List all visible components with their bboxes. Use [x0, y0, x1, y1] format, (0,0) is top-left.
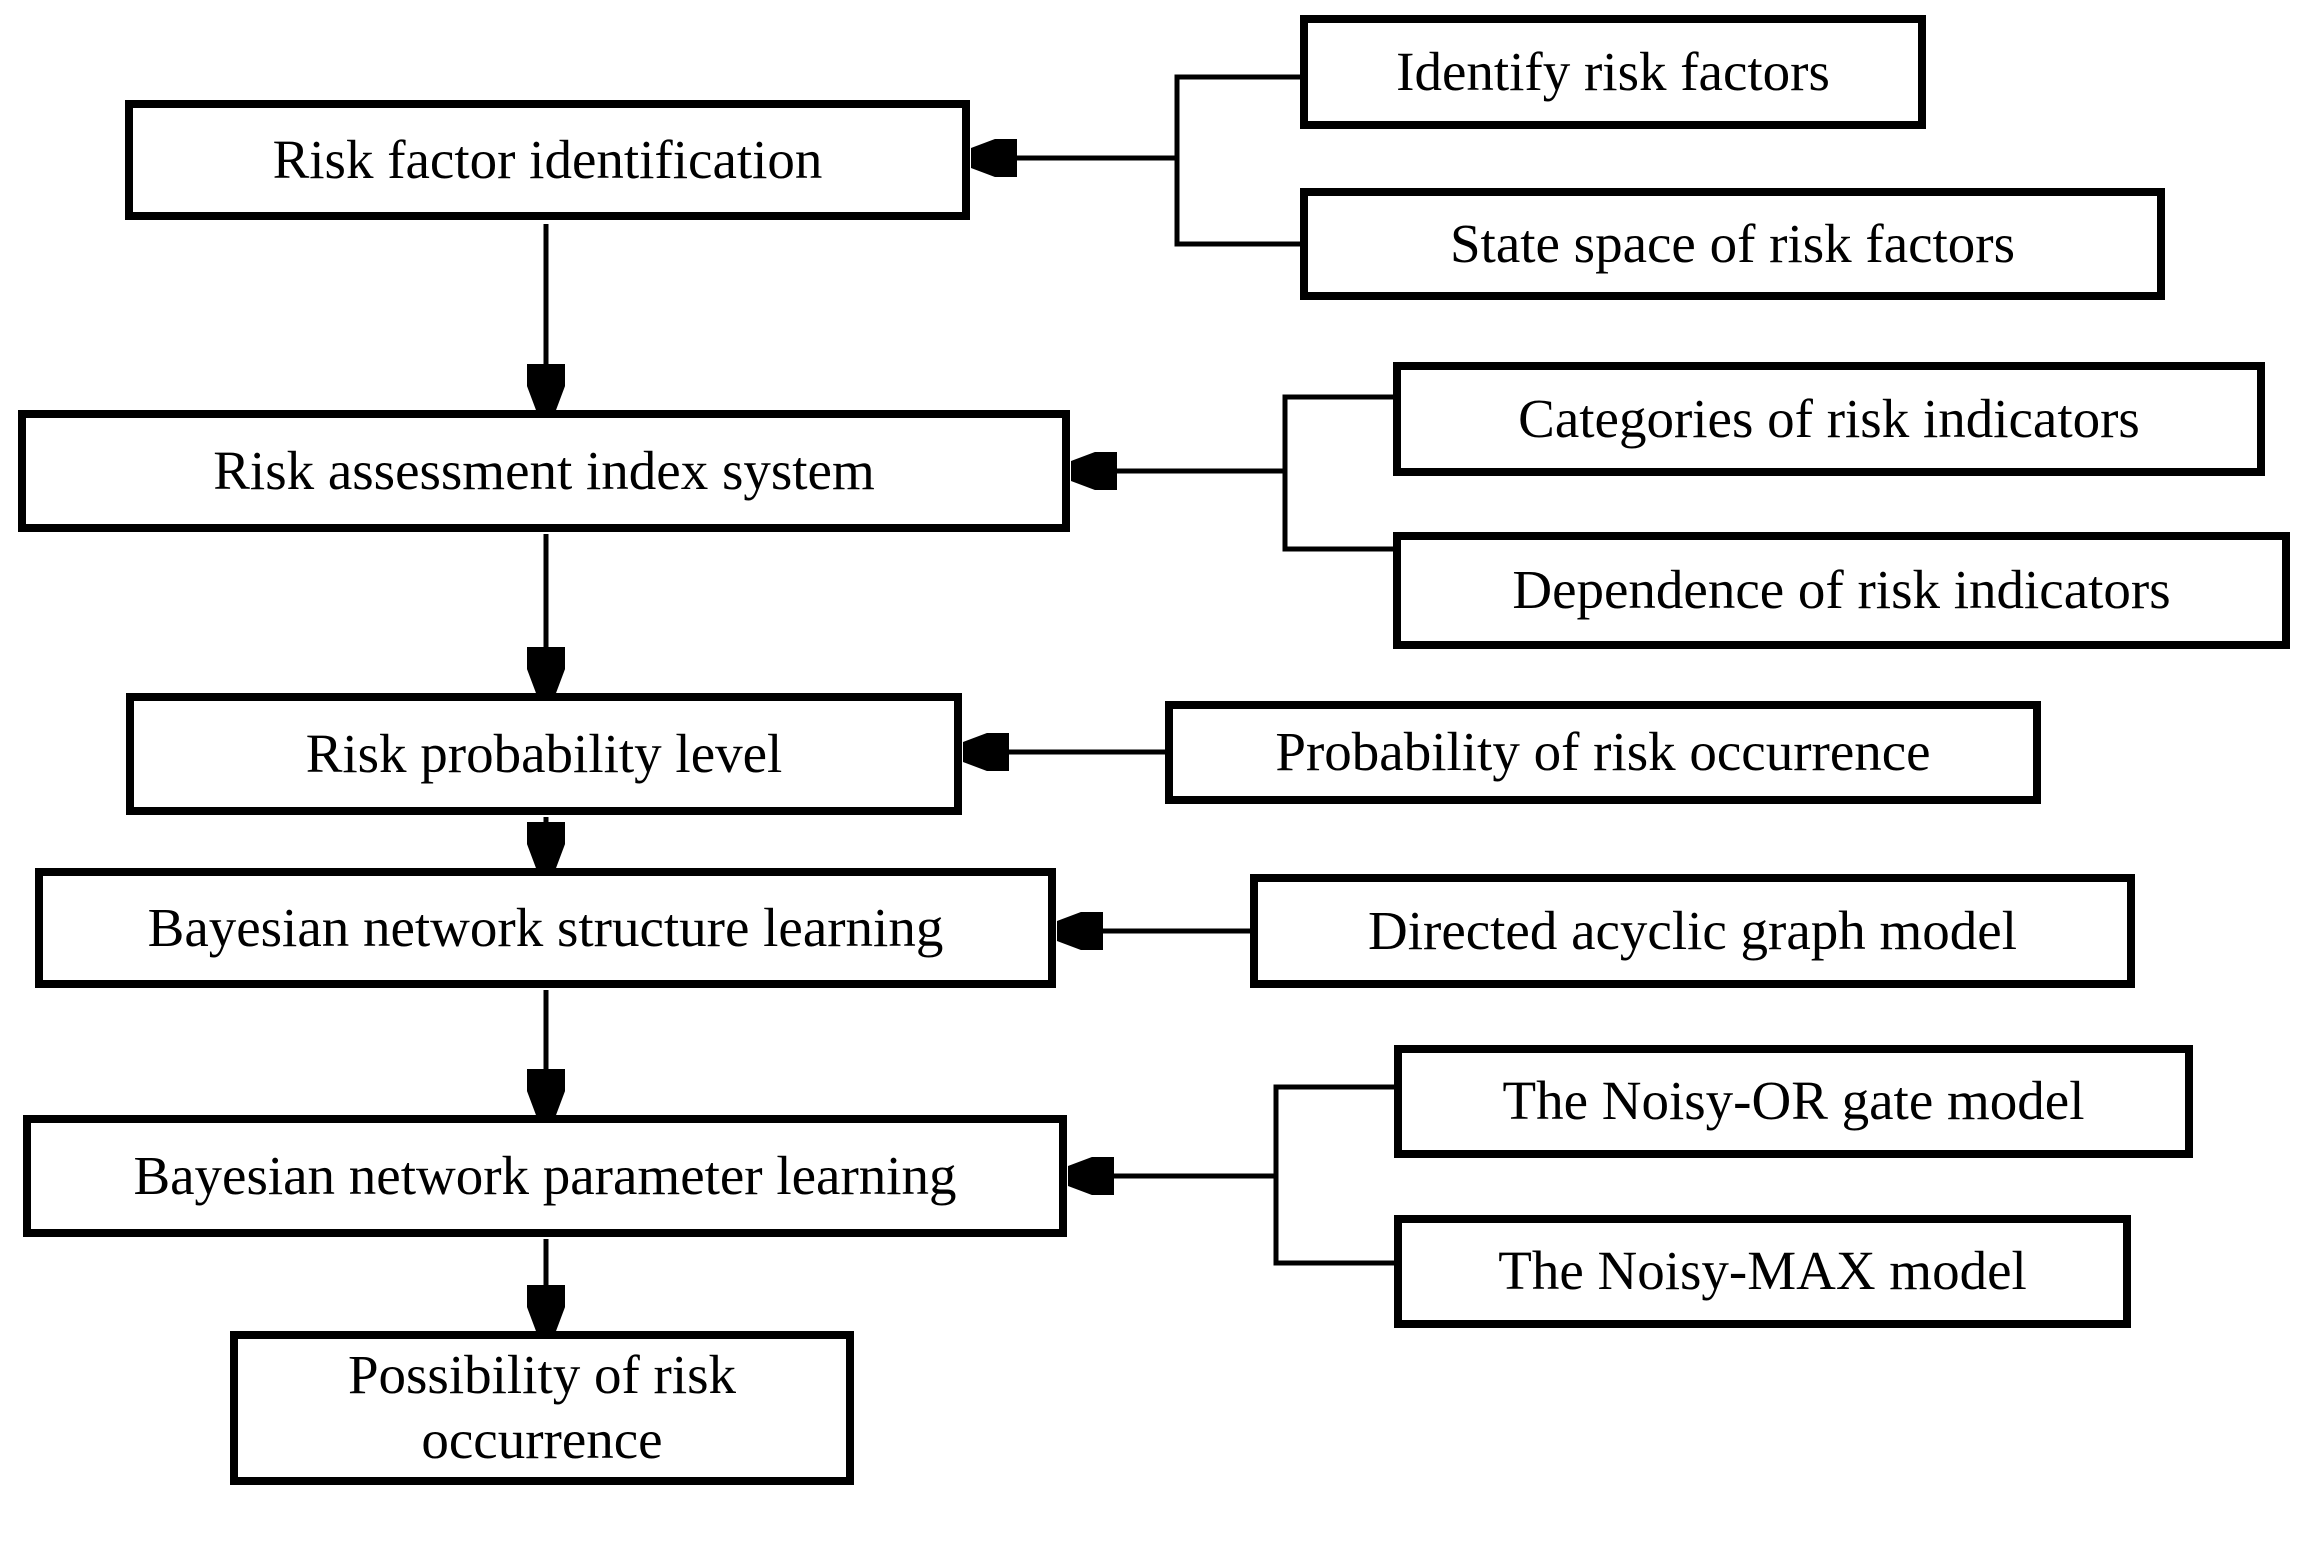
node-risk-probability-level: Risk probability level	[126, 693, 962, 815]
node-state-space-of-risk-factors: State space of risk factors	[1300, 188, 2165, 300]
node-noisy-max-model: The Noisy-MAX model	[1394, 1215, 2131, 1328]
node-label: The Noisy-MAX model	[1498, 1240, 2027, 1302]
node-dependence-of-risk-indicators: Dependence of risk indicators	[1393, 532, 2290, 649]
node-label: Risk factor identification	[272, 128, 823, 190]
node-label: Categories of risk indicators	[1518, 387, 2140, 449]
bracket-noisy-model-inputs	[1273, 1084, 1394, 1266]
node-label: Bayesian network structure learning	[147, 896, 944, 958]
bracket-risk-indicator-inputs	[1282, 394, 1393, 552]
node-categories-of-risk-indicators: Categories of risk indicators	[1393, 362, 2265, 476]
node-label: The Noisy-OR gate model	[1502, 1070, 2085, 1132]
node-label: Bayesian network parameter learning	[133, 1144, 957, 1206]
node-risk-assessment-index-system: Risk assessment index system	[18, 410, 1070, 532]
node-label: Identify risk factors	[1396, 40, 1830, 102]
node-label: Risk assessment index system	[213, 439, 875, 501]
node-label: Risk probability level	[305, 722, 783, 784]
node-directed-acyclic-graph-model: Directed acyclic graph model	[1250, 874, 2135, 988]
node-probability-of-risk-occurrence: Probability of risk occurrence	[1165, 701, 2041, 804]
node-identify-risk-factors: Identify risk factors	[1300, 15, 1926, 129]
node-label: Dependence of risk indicators	[1512, 559, 2171, 621]
node-risk-factor-identification: Risk factor identification	[125, 100, 970, 220]
node-label: Probability of risk occurrence	[1275, 721, 1931, 783]
node-bayesian-network-parameter-learning: Bayesian network parameter learning	[23, 1115, 1067, 1237]
node-possibility-of-risk-occurrence: Possibility of risk occurrence	[230, 1331, 854, 1485]
node-bayesian-network-structure-learning: Bayesian network structure learning	[35, 868, 1056, 988]
node-noisy-or-gate-model: The Noisy-OR gate model	[1394, 1045, 2193, 1158]
node-label: State space of risk factors	[1449, 212, 2016, 274]
bracket-risk-factor-inputs	[1174, 74, 1300, 247]
node-label: Possibility of risk occurrence	[347, 1344, 737, 1470]
node-label: Directed acyclic graph model	[1368, 899, 2017, 961]
